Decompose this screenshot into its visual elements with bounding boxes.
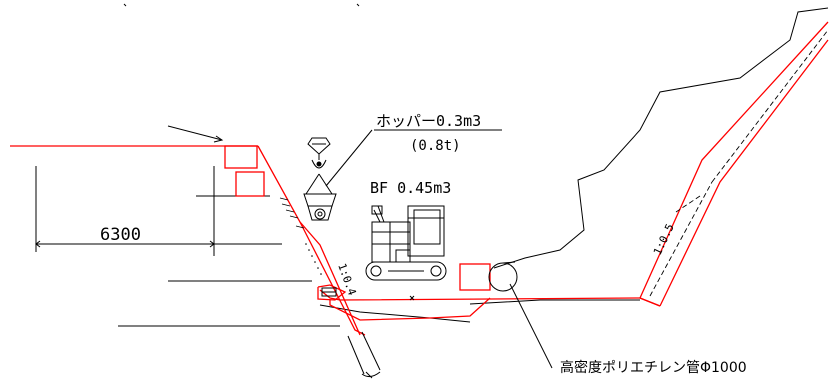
right-slope-dashes xyxy=(649,29,829,297)
hopper-weight-label: (0.8t) xyxy=(410,138,461,154)
culvert-bottom xyxy=(347,331,381,379)
dimension-6300 xyxy=(35,166,282,256)
crane-hook-icon xyxy=(307,137,331,169)
slope-left-label: 1:0.4 xyxy=(335,262,359,298)
pipe-icon xyxy=(488,261,518,292)
hopper-label-box: ホッパー0.3m3 (0.8t) xyxy=(374,112,502,154)
backhoe-label: BF 0.45m3 xyxy=(370,179,451,197)
design-excavation-line xyxy=(10,21,829,336)
left-slope-hatching xyxy=(279,197,305,229)
hopper-label: ホッパー0.3m3 xyxy=(376,112,481,130)
hopper-bucket-icon xyxy=(303,193,337,221)
pipe-leader-line xyxy=(509,283,553,369)
left-slope-dots xyxy=(305,243,322,275)
backhoe-icon xyxy=(365,205,447,281)
marker-small xyxy=(409,295,415,301)
slope-right-label: 1:0.5 xyxy=(651,222,677,258)
pipe-label: 高密度ポリエチレン管Φ1000 xyxy=(560,359,747,376)
excavator-bucket-icon xyxy=(321,287,337,297)
dimension-label: 6300 xyxy=(100,225,141,245)
hopper-assembly xyxy=(303,129,373,221)
existing-ground-line xyxy=(118,3,829,327)
